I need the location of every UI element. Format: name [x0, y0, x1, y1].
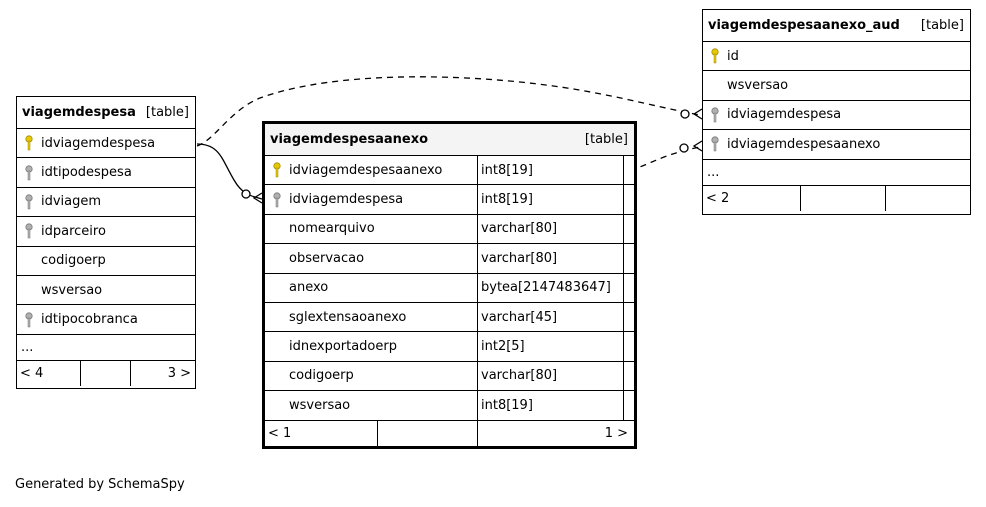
column-row[interactable]: sglextensaoanexo varchar[45] — [265, 302, 634, 333]
column-name: idnexportadoerp — [289, 339, 397, 355]
table-kind: [table] — [145, 105, 189, 120]
generated-by-footer: Generated by SchemaSpy — [15, 477, 185, 492]
column-row[interactable]: observacao varchar[80] — [265, 244, 634, 274]
column-row[interactable]: idtipodespesa — [17, 158, 195, 188]
column-type: varchar[80] — [481, 250, 558, 266]
edge-viagemdespesa-anexo — [196, 143, 263, 200]
parents-count: < 2 — [703, 185, 801, 211]
table-name: viagemdespesa — [22, 105, 136, 120]
table-name: viagemdespesaanexo_aud — [708, 18, 900, 33]
column-row[interactable]: idviagemdespesa int8[19] — [265, 185, 634, 215]
column-row[interactable]: codigoerp varchar[80] — [265, 361, 634, 392]
column-name: idviagemdespesa — [41, 135, 156, 151]
primary-key-icon — [25, 135, 33, 151]
table-footer: < 4 3 > — [17, 360, 195, 386]
table-header: viagemdespesa [table] — [17, 97, 195, 129]
column-name: codigoerp — [41, 253, 106, 269]
column-name: idviagemdespesaanexo — [289, 162, 443, 178]
primary-key-icon — [711, 48, 719, 64]
foreign-key-icon — [273, 191, 281, 207]
column-name: id — [727, 48, 739, 64]
column-name: observacao — [289, 250, 365, 266]
column-type: int8[19] — [481, 162, 533, 178]
column-name: wsversao — [289, 397, 351, 413]
column-row[interactable]: idviagemdespesaanexo int8[19] — [265, 156, 634, 186]
foreign-key-icon — [25, 223, 33, 239]
more-columns: ... — [703, 160, 970, 186]
children-count: 3 > — [167, 365, 191, 381]
parents-count: < 4 — [17, 360, 81, 386]
column-name: anexo — [289, 280, 329, 296]
table-footer: < 1 1 > — [265, 420, 634, 446]
column-type: varchar[80] — [481, 221, 558, 237]
column-row[interactable]: nomearquivo varchar[80] — [265, 214, 634, 245]
column-name: codigoerp — [289, 368, 354, 384]
parents-count: < 1 — [265, 420, 378, 446]
column-row[interactable]: wsversao — [703, 71, 970, 101]
table-header: viagemdespesaanexo [table] — [265, 124, 634, 156]
column-type: int2[5] — [481, 339, 525, 355]
foreign-key-icon — [25, 194, 33, 210]
table-kind: [table] — [584, 132, 628, 147]
column-row[interactable]: wsversao int8[19] — [265, 391, 634, 421]
column-name: idtipocobranca — [41, 312, 138, 328]
column-row[interactable]: codigoerp — [17, 247, 195, 276]
table-viagemdespesaanexo-aud[interactable]: viagemdespesaanexo_aud [table] id wsvers… — [702, 9, 971, 215]
table-footer: < 2 — [703, 185, 970, 211]
column-row[interactable]: id — [703, 42, 970, 72]
column-row[interactable]: anexo bytea[2147483647] — [265, 273, 634, 303]
edge-anexo-crowfoot-circle — [241, 189, 251, 199]
column-row[interactable]: idviagem — [17, 188, 195, 218]
column-type: int8[19] — [481, 192, 533, 208]
column-type: int8[19] — [481, 397, 533, 413]
table-name: viagemdespesaanexo — [270, 132, 429, 147]
column-name: sglextensaoanexo — [289, 309, 407, 325]
column-row[interactable]: idviagemdespesa — [703, 101, 970, 131]
edge-anexo-aud — [629, 146, 701, 171]
column-row[interactable]: idviagemdespesa — [17, 129, 195, 159]
column-name: wsversao — [41, 282, 103, 298]
column-row[interactable]: idtipocobranca — [17, 305, 195, 335]
column-type: varchar[80] — [481, 368, 558, 384]
table-header: viagemdespesaanexo_aud [table] — [703, 10, 970, 42]
column-name: idparceiro — [41, 223, 106, 239]
column-row[interactable]: idnexportadoerp int2[5] — [265, 332, 634, 362]
foreign-key-icon — [25, 164, 33, 180]
table-kind: [table] — [920, 18, 964, 33]
column-name: idtipodespesa — [41, 165, 132, 181]
column-row[interactable]: wsversao — [17, 276, 195, 306]
column-name: idviagemdespesaanexo — [727, 136, 881, 152]
more-columns: ... — [17, 335, 195, 361]
foreign-key-icon — [25, 311, 33, 327]
column-row[interactable]: idviagemdespesaanexo — [703, 130, 970, 160]
foreign-key-icon — [711, 107, 719, 123]
foreign-key-icon — [711, 136, 719, 152]
table-viagemdespesaanexo[interactable]: viagemdespesaanexo [table] idviagemdespe… — [262, 121, 637, 449]
column-type: varchar[45] — [481, 309, 558, 325]
column-name: idviagemdespesa — [289, 192, 404, 208]
table-viagemdespesa[interactable]: viagemdespesa [table] idviagemdespesa id… — [16, 96, 196, 389]
column-name: idviagem — [41, 194, 102, 210]
column-name: nomearquivo — [289, 221, 375, 237]
edge-aud2-circle — [679, 143, 689, 153]
edge-aud1-circle — [680, 109, 690, 119]
column-row[interactable]: idparceiro — [17, 217, 195, 247]
primary-key-icon — [273, 162, 281, 178]
column-name: wsversao — [727, 78, 789, 94]
column-type: bytea[2147483647] — [481, 280, 611, 296]
column-name: idviagemdespesa — [727, 107, 842, 123]
children-count: 1 > — [604, 425, 628, 441]
